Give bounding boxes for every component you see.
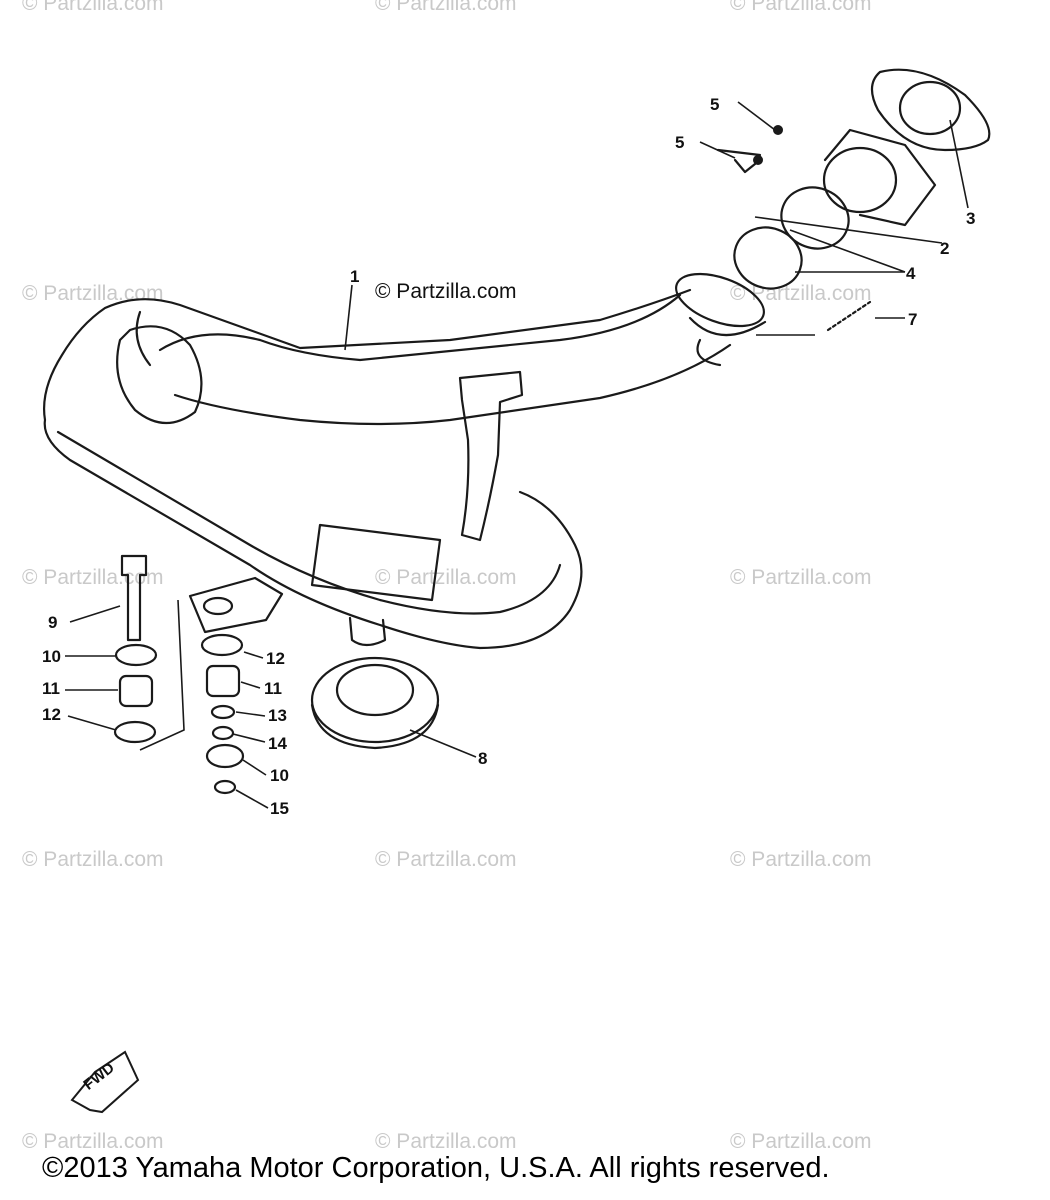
center-watermark: © Partzilla.com <box>375 280 517 303</box>
seal-ring <box>780 186 850 250</box>
copyright-notice: ©2013 Yamaha Motor Corporation, U.S.A. A… <box>42 1152 830 1184</box>
watermark: © Partzilla.com <box>375 0 517 15</box>
callout-10: 10 <box>42 647 61 666</box>
washer <box>113 720 157 744</box>
watermark: © Partzilla.com <box>730 566 872 589</box>
gasket <box>870 68 991 152</box>
callout-13: 13 <box>268 706 287 725</box>
callout-7: 7 <box>908 310 918 329</box>
watermark: © Partzilla.com <box>375 848 517 871</box>
fwd-arrow <box>70 1050 140 1114</box>
callout-12b: 12 <box>266 649 285 668</box>
washer <box>205 743 245 769</box>
watermark: © Partzilla.com <box>22 0 164 15</box>
washer <box>210 704 236 720</box>
washer <box>211 725 235 741</box>
callout-6: 5 <box>710 95 720 114</box>
callout-4: 4 <box>906 264 916 283</box>
callout-14: 14 <box>268 734 287 753</box>
callout-15: 15 <box>270 799 289 818</box>
callout-10b: 10 <box>270 766 289 785</box>
callout-11: 11 <box>42 679 60 698</box>
watermark: © Partzilla.com <box>22 1130 164 1153</box>
watermark: © Partzilla.com <box>730 0 872 15</box>
callout-11b: 11 <box>264 679 282 698</box>
callout-1: 1 <box>350 267 360 286</box>
callout-8: 8 <box>478 749 488 768</box>
watermark: © Partzilla.com <box>375 566 517 589</box>
callout-12: 12 <box>42 705 61 724</box>
callout-2: 2 <box>940 239 950 258</box>
watermark: © Partzilla.com <box>375 1130 517 1153</box>
watermark: © Partzilla.com <box>22 282 164 305</box>
joint-pipe <box>822 146 898 214</box>
muffler-pipe <box>158 293 732 426</box>
nut <box>213 779 237 795</box>
watermark: © Partzilla.com <box>730 848 872 871</box>
watermark: © Partzilla.com <box>22 848 164 871</box>
callout-5: 5 <box>675 133 685 152</box>
rubber-mount <box>205 664 241 698</box>
washer <box>114 643 158 667</box>
washer <box>200 633 244 657</box>
mount-bolt <box>120 554 148 642</box>
muffler-bracket <box>458 370 524 542</box>
callout-9: 9 <box>48 613 58 632</box>
seal-ring <box>733 226 803 290</box>
muffler-body <box>43 288 692 650</box>
watermark: © Partzilla.com <box>730 1130 872 1153</box>
spring <box>826 300 872 332</box>
rubber-mount <box>118 674 154 708</box>
rubber-damper <box>310 656 440 744</box>
callout-3: 3 <box>966 209 976 228</box>
